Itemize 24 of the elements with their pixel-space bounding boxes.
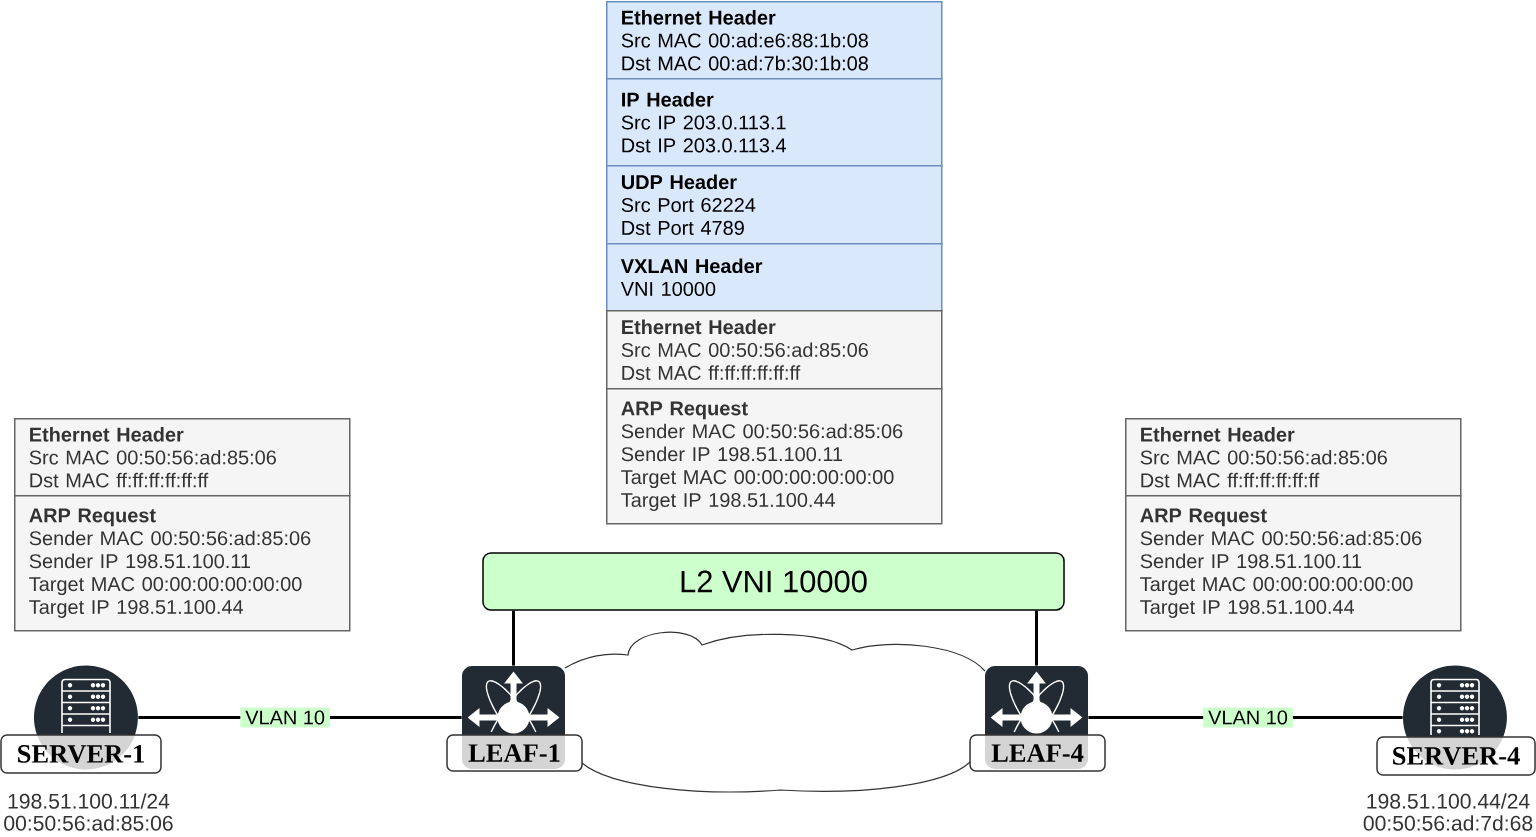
device-label: SERVER-4 bbox=[1376, 736, 1536, 776]
link-line bbox=[512, 610, 515, 666]
packet-field-box: Ethernet Header Src MAC 00:ad:e6:88:1b:08 Dst MAC 00:ad:7b:30:1b:08 bbox=[606, 1, 943, 80]
packet-field-box: Ethernet Header Src MAC 00:50:56:ad:85:06 Dst MAC ff:ff:ff:ff:ff:ff bbox=[606, 310, 943, 390]
packet-field-box: IP Header Src IP 203.0.113.1 Dst IP 203.0.113.4 bbox=[606, 78, 943, 167]
address-text: 198.51.100.11/24 bbox=[8, 793, 170, 809]
address-text: 198.51.100.44/24 bbox=[1367, 793, 1530, 809]
packet-field-box: ARP Request Sender MAC 00:50:56:ad:85:06 Sender IP 198.51.100.11 Target MAC 00:00:00:00:00:00 Target IP 198.51.100.44 bbox=[14, 495, 351, 632]
edge-label: VLAN 10 bbox=[240, 707, 330, 728]
packet-field-box: UDP Header Src Port 62224 Dst Port 4789 bbox=[606, 165, 943, 245]
vni-banner: L2 VNI 10000 bbox=[482, 552, 1065, 611]
device-label: LEAF-4 bbox=[969, 734, 1106, 772]
cloud-shape bbox=[564, 631, 986, 793]
edge-label: VLAN 10 bbox=[1203, 707, 1293, 728]
link-line bbox=[1035, 610, 1038, 666]
packet-field-box: VXLAN Header VNI 10000 bbox=[606, 243, 943, 312]
packet-field-box: ARP Request Sender MAC 00:50:56:ad:85:06 Sender IP 198.51.100.11 Target MAC 00:00:00:00:00:00 Target IP 198.51.100.44 bbox=[1125, 495, 1462, 632]
device-label: LEAF-1 bbox=[446, 734, 583, 772]
packet-field-box: Ethernet Header Src MAC 00:50:56:ad:85:06 Dst MAC ff:ff:ff:ff:ff:ff bbox=[14, 418, 351, 497]
address-text: 00:50:56:ad:7d:68 bbox=[1363, 815, 1533, 831]
address-text: 00:50:56:ad:85:06 bbox=[4, 815, 173, 831]
device-label: SERVER-1 bbox=[0, 734, 162, 774]
packet-field-box: ARP Request Sender MAC 00:50:56:ad:85:06 Sender IP 198.51.100.11 Target MAC 00:00:00:00:00:00 Target IP 198.51.100.44 bbox=[606, 388, 943, 525]
packet-field-box: Ethernet Header Src MAC 00:50:56:ad:85:06 Dst MAC ff:ff:ff:ff:ff:ff bbox=[1125, 418, 1462, 497]
